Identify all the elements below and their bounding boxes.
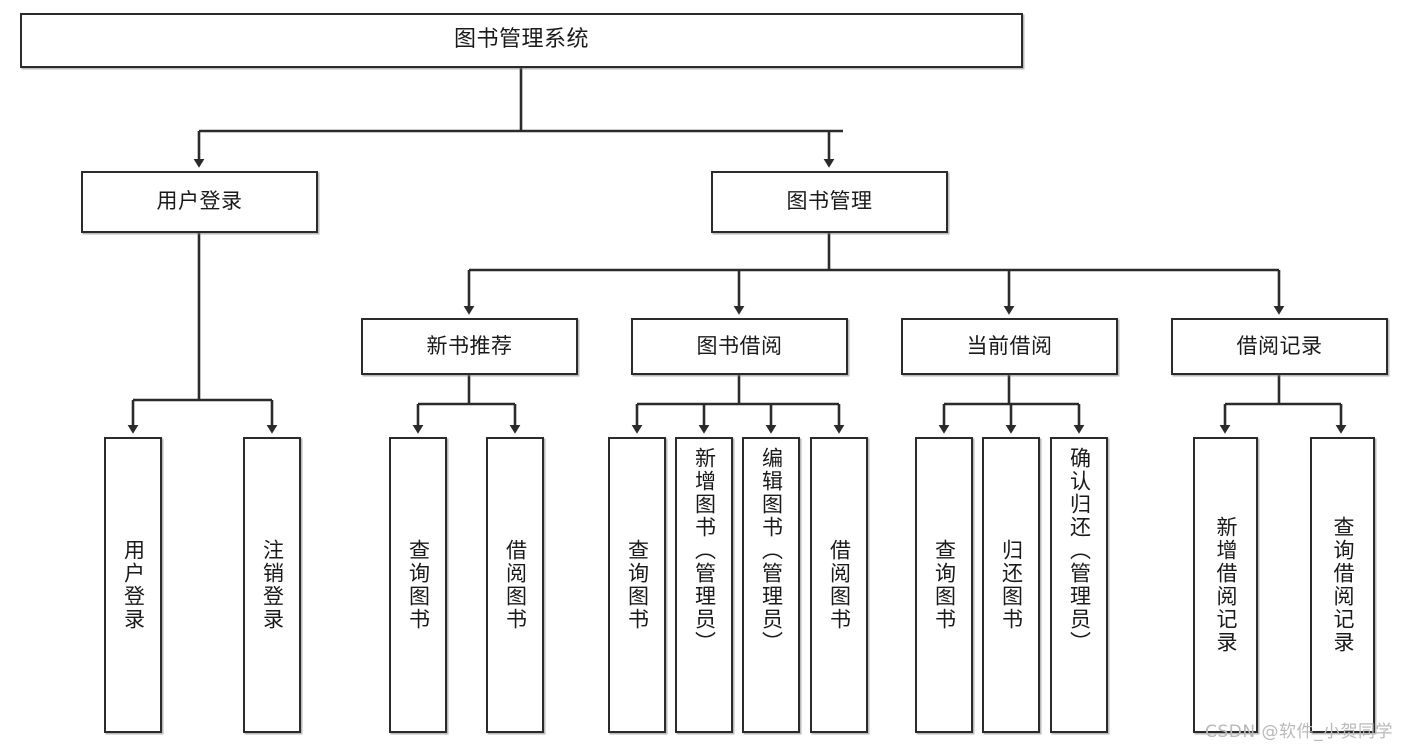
- node-leaf-borrow-book[interactable]: 借阅图书: [810, 437, 868, 733]
- node-label: 确认归还（管理员）: [1067, 447, 1092, 654]
- node-label: 归还图书: [999, 539, 1024, 631]
- node-label: 用户登录: [156, 189, 243, 214]
- node-label: 借阅记录: [1236, 333, 1323, 358]
- node-leaf-return-book[interactable]: 归还图书: [982, 437, 1040, 733]
- node-label: 借阅图书: [827, 539, 852, 631]
- node-label: 图书管理系统: [453, 27, 589, 53]
- node-borrowing-record[interactable]: 借阅记录: [1171, 318, 1388, 375]
- node-label: 查询图书: [932, 539, 957, 631]
- node-user-login[interactable]: 用户登录: [81, 171, 318, 233]
- node-label: 查询借阅记录: [1331, 516, 1355, 654]
- node-new-book-recommendation[interactable]: 新书推荐: [361, 318, 578, 375]
- node-book-borrowing[interactable]: 图书借阅: [631, 318, 848, 375]
- node-leaf-search-book-borrow[interactable]: 查询图书: [608, 437, 666, 733]
- node-leaf-search-book-recommend[interactable]: 查询图书: [389, 437, 447, 733]
- node-label: 用户登录: [121, 539, 146, 631]
- node-leaf-confirm-return-admin[interactable]: 确认归还（管理员）: [1050, 437, 1108, 733]
- node-label: 编辑图书（管理员）: [759, 447, 784, 654]
- node-leaf-user-login[interactable]: 用户登录: [104, 437, 162, 733]
- node-leaf-add-book-admin[interactable]: 新增图书（管理员）: [675, 437, 733, 733]
- node-label: 借阅图书: [503, 539, 528, 631]
- node-label: 注销登录: [260, 539, 285, 631]
- node-leaf-borrow-book-recommend[interactable]: 借阅图书: [486, 437, 544, 733]
- node-label: 新增图书（管理员）: [692, 447, 717, 654]
- node-label: 查询图书: [625, 539, 650, 631]
- node-leaf-edit-book-admin[interactable]: 编辑图书（管理员）: [742, 437, 800, 733]
- node-label: 图书借阅: [696, 333, 783, 358]
- node-label: 当前借阅: [966, 333, 1053, 358]
- watermark-text: CSDN @软件_小贺同学: [1205, 722, 1393, 742]
- node-label: 新增借阅记录: [1214, 516, 1238, 654]
- node-label: 新书推荐: [426, 333, 513, 358]
- node-leaf-logout[interactable]: 注销登录: [243, 437, 301, 733]
- node-current-borrowing[interactable]: 当前借阅: [901, 318, 1118, 375]
- node-root-book-management-system[interactable]: 图书管理系统: [20, 13, 1023, 68]
- node-label: 图书管理: [786, 189, 873, 214]
- node-leaf-add-borrow-record[interactable]: 新增借阅记录: [1193, 437, 1258, 733]
- node-leaf-search-book-current[interactable]: 查询图书: [915, 437, 973, 733]
- node-leaf-search-borrow-record[interactable]: 查询借阅记录: [1310, 437, 1375, 733]
- node-label: 查询图书: [406, 539, 431, 631]
- node-book-management[interactable]: 图书管理: [711, 171, 948, 233]
